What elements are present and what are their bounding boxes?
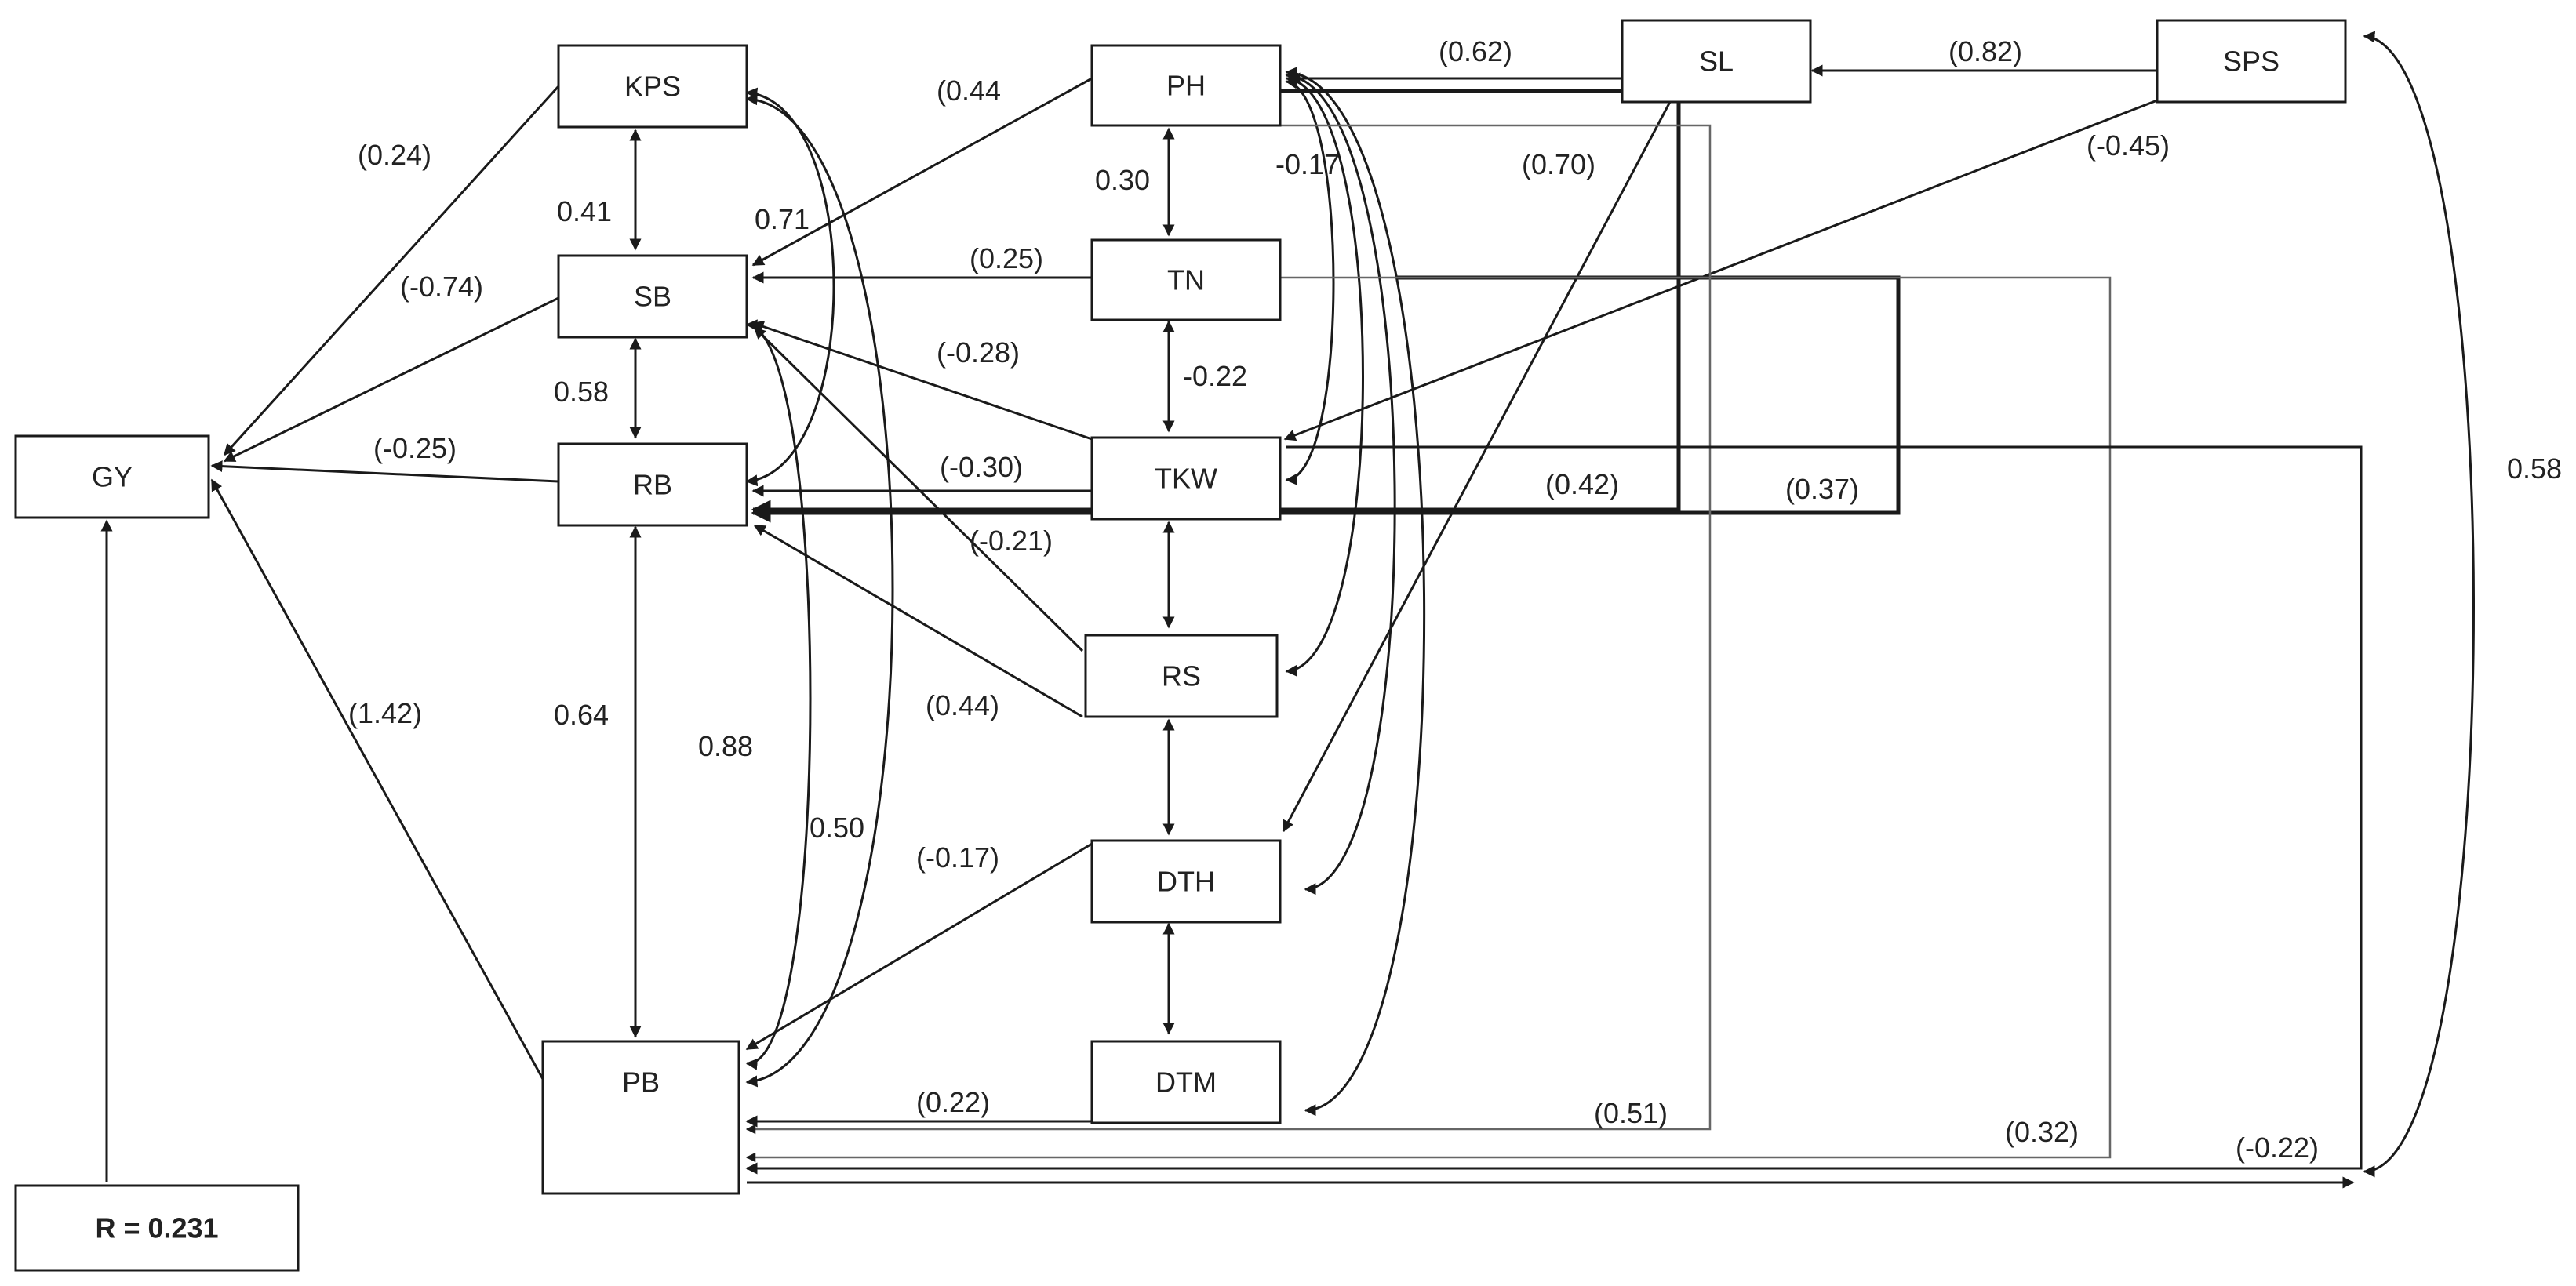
- label-sl-dth: (0.70): [1522, 148, 1595, 180]
- label-sl-ph: (0.62): [1439, 35, 1512, 67]
- label-ph-arc: -0.17: [1275, 148, 1340, 180]
- node-r: R = 0.231: [14, 1184, 300, 1272]
- svg-text:DTH: DTH: [1157, 866, 1215, 898]
- edge-sps-tkw: [1283, 99, 2158, 441]
- node-rs: RS: [1084, 634, 1279, 718]
- edge-rb-gy: [210, 460, 559, 483]
- label-tn-rb: (0.37): [1785, 473, 1859, 505]
- label-dtm-pb: (0.22): [916, 1086, 990, 1118]
- label-tn-tkw: -0.22: [1183, 360, 1247, 392]
- node-tn: TN: [1090, 238, 1282, 322]
- svg-text:DTM: DTM: [1155, 1066, 1217, 1099]
- label-rb-pb: 0.64: [554, 699, 609, 731]
- node-sb: SB: [557, 254, 748, 339]
- svg-text:R = 0.231: R = 0.231: [95, 1212, 218, 1244]
- node-rb: RB: [557, 442, 748, 527]
- svg-text:KPS: KPS: [624, 71, 681, 103]
- edge-tkw-pb: [745, 445, 2363, 1175]
- label-tkw-sb: (-0.28): [937, 336, 1020, 369]
- label-sb-rb: 0.58: [554, 376, 609, 408]
- node-gy: GY: [14, 434, 210, 519]
- node-sps: SPS: [2156, 19, 2347, 104]
- label-ph-sb: (0.44: [937, 74, 1001, 107]
- svg-text:SL: SL: [1699, 45, 1734, 78]
- node-dtm: DTM: [1090, 1040, 1282, 1124]
- node-tkw: TKW: [1090, 436, 1282, 521]
- label-kps-gy: (0.24): [358, 139, 431, 171]
- svg-text:TN: TN: [1167, 264, 1205, 296]
- edge-tn-pb: [745, 276, 2112, 1163]
- label-sps-pb: 0.58: [2507, 452, 2562, 485]
- label-tn-sb: (0.25): [970, 242, 1043, 274]
- svg-text:GY: GY: [92, 461, 133, 493]
- label-tkw-pb: (-0.22): [2236, 1132, 2319, 1164]
- edge-ph-rs-arc: [1285, 73, 1364, 677]
- edge-sb-pb: [745, 319, 812, 1070]
- label-ph-rb: (0.42): [1545, 468, 1619, 500]
- edge-ph-dth-arc: [1285, 70, 1396, 895]
- edge-kps-gy: [223, 85, 560, 456]
- svg-text:RB: RB: [633, 469, 672, 501]
- svg-text:SPS: SPS: [2223, 45, 2279, 78]
- svg-text:PB: PB: [622, 1066, 660, 1099]
- label-rs-sb: (-0.21): [970, 525, 1053, 557]
- edge-kps-pb: [745, 93, 894, 1088]
- label-kps-pb: 0.50: [810, 812, 864, 844]
- label-tn-pb: (0.32): [2005, 1116, 2079, 1148]
- edge-ph-dtm-arc: [1285, 67, 1426, 1117]
- edge-sl-dth: [1282, 100, 1672, 833]
- label-sb-gy: (-0.74): [400, 271, 483, 303]
- node-sl: SL: [1621, 19, 1812, 104]
- svg-text:TKW: TKW: [1155, 463, 1217, 495]
- edge-kps-rb: [745, 87, 835, 487]
- node-ph: PH: [1090, 44, 1282, 127]
- edge-sb-gy: [223, 296, 559, 463]
- label-tkw-rb: (-0.30): [940, 451, 1023, 483]
- edge-ph-pb: [745, 124, 1712, 1135]
- edge-rs-rb: [753, 524, 1083, 718]
- edge-pb-gy: [210, 478, 544, 1080]
- label-rb-gy: (-0.25): [373, 432, 457, 464]
- label-kps-sb: 0.41: [557, 195, 612, 227]
- edge-ph-tkw-arc: [1285, 77, 1335, 485]
- label-sb-pb: 0.88: [698, 730, 753, 762]
- label-ph-pb: (0.51): [1594, 1097, 1668, 1129]
- label-rs-rb: (0.44): [926, 689, 999, 721]
- edge-dth-pb: [745, 842, 1093, 1051]
- label-pb-gy: (1.42): [348, 697, 422, 729]
- edge-ph-sb: [751, 77, 1093, 267]
- label-sps-tkw: (-0.45): [2087, 129, 2170, 162]
- edge-tkw-sb: [751, 321, 1093, 441]
- node-pb: PB: [541, 1040, 740, 1195]
- label-sps-sl: (0.82): [1948, 35, 2022, 67]
- label-dth-pb: (-0.17): [916, 841, 999, 874]
- label-kps-rb: 0.71: [755, 203, 810, 235]
- node-dth: DTH: [1090, 839, 1282, 924]
- label-ph-tn: 0.30: [1095, 164, 1150, 196]
- node-kps: KPS: [557, 44, 748, 129]
- edge-rs-sb: [753, 326, 1084, 652]
- svg-text:SB: SB: [634, 281, 671, 313]
- edge-sps-pb-corr: [2363, 31, 2475, 1178]
- svg-text:RS: RS: [1162, 660, 1201, 692]
- svg-text:PH: PH: [1166, 70, 1206, 102]
